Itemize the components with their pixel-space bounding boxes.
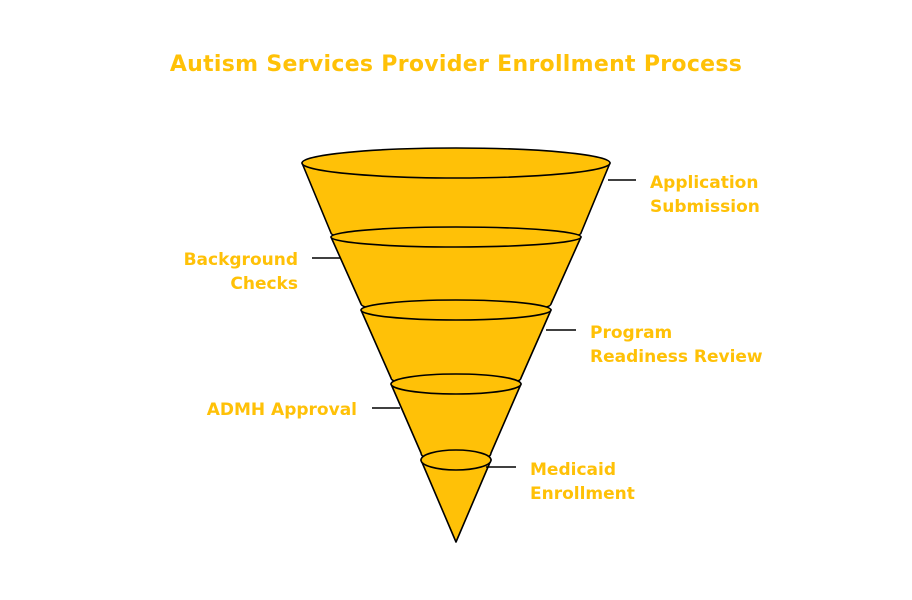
stage-label-medicaid-enrollment: Medicaid Enrollment bbox=[530, 460, 635, 504]
stage-label-application-submission: Application Submission bbox=[650, 173, 760, 217]
funnel-layer-background-checks-rim bbox=[330, 226, 582, 248]
stage-label-program-readiness-review: Program Readiness Review bbox=[590, 323, 763, 367]
stage-label-background-checks: Background Checks bbox=[183, 250, 298, 294]
page-title: Autism Services Provider Enrollment Proc… bbox=[169, 52, 743, 77]
funnel-layer-program-readiness-review-rim bbox=[360, 299, 552, 321]
funnel-layer-admh-approval-rim bbox=[390, 373, 522, 395]
funnel-layer-medicaid-enrollment bbox=[420, 459, 492, 543]
stage-label-admh-approval: ADMH Approval bbox=[206, 400, 357, 420]
funnel-layer-medicaid-enrollment-rim bbox=[420, 449, 492, 471]
funnel-layer-application-submission-rim bbox=[301, 147, 611, 179]
